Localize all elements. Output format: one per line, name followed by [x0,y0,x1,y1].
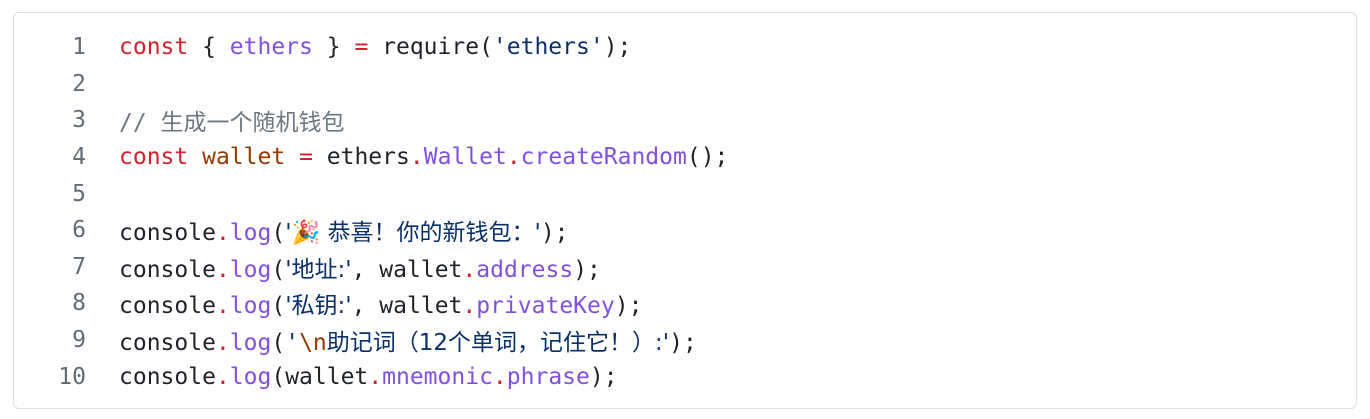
code-text: const wallet = ethers.Wallet.createRando… [86,144,728,170]
line-number: 9 [72,327,86,354]
line-number: 5 [72,180,86,207]
code-block: 1 const { ethers } = require('ethers'); … [13,12,1357,409]
dot: . [462,293,477,320]
string: 'ethers' [492,34,604,61]
dot: . [215,220,230,247]
code-text: console.log('\n助记词（12个单词，记住它！）:'); [86,323,697,357]
line-number: 3 [72,107,86,134]
punctuation: ( [271,256,286,283]
punctuation: ); [603,34,632,61]
code-line-10: 10 console.log(wallet.mnemonic.phrase); [14,358,1356,395]
function: log [229,330,272,357]
punctuation: ); [669,330,697,357]
punctuation: ( [271,293,286,320]
operator: = [299,144,313,171]
function: createRandom [520,144,687,171]
dot: . [215,256,230,283]
dot: . [462,256,477,283]
operator: = [354,34,369,61]
identifier: console [119,330,216,357]
code-text: console.log('私钥:', wallet.privateKey); [86,286,642,320]
punctuation: ); [589,363,618,390]
call: require( [368,34,493,61]
code-line-7: 7 console.log('地址:', wallet.address); [14,249,1356,286]
code-line-2: 2 [14,66,1356,103]
string: '🎉 恭喜！你的新钱包：' [285,220,541,247]
dot: . [215,293,230,320]
punctuation: ); [573,256,601,283]
punctuation: ( [271,330,286,357]
string: '地址:' [285,256,352,283]
keyword: const [119,34,189,61]
line-number: 2 [72,70,86,97]
escape-sequence: \n [299,330,327,357]
dot: . [215,330,230,357]
dot: . [368,363,383,390]
property: privateKey [476,293,615,320]
string: '私钥:' [285,293,352,320]
dot: . [409,144,424,171]
code-line-9: 9 console.log('\n助记词（12个单词，记住它！）:'); [14,322,1356,359]
property: address [476,256,574,283]
identifier: wallet [202,144,286,171]
punctuation: { [188,34,230,61]
code-text: console.log(wallet.mnemonic.phrase); [86,364,618,390]
line-number: 6 [72,217,86,244]
punctuation: (); [686,144,729,171]
punctuation: ( [271,220,286,247]
line-number: 7 [72,253,86,280]
identifier: console [119,363,216,390]
identifier: ethers [312,144,410,171]
function: log [229,220,272,247]
identifier: ethers [229,34,313,61]
dot: . [215,363,230,390]
code-text: console.log('地址:', wallet.address); [86,250,601,284]
identifier: , wallet [351,256,463,283]
punctuation: ); [540,220,569,247]
line-number: 1 [72,34,86,61]
identifier: , wallet [351,293,463,320]
line-number: 10 [58,363,86,390]
dot: . [506,144,521,171]
code-line-3: 3 // 生成一个随机钱包 [14,102,1356,139]
function: log [229,256,272,283]
code-line-5: 5 [14,175,1356,212]
code-line-4: 4 const wallet = ethers.Wallet.createRan… [14,139,1356,176]
identifier: console [119,293,216,320]
keyword: const [119,144,189,171]
function: log [229,293,272,320]
property: mnemonic [382,363,493,390]
code-lines: 1 const { ethers } = require('ethers'); … [14,29,1356,395]
code-text: console.log('🎉 恭喜！你的新钱包：'); [86,213,569,247]
identifier: console [119,256,216,283]
code-line-8: 8 console.log('私钥:', wallet.privateKey); [14,285,1356,322]
function: log [229,363,272,390]
code-line-1: 1 const { ethers } = require('ethers'); [14,29,1356,66]
code-text: const { ethers } = require('ethers'); [86,34,631,60]
code-line-6: 6 console.log('🎉 恭喜！你的新钱包：'); [14,212,1356,249]
punctuation: } [312,34,355,61]
dot: . [492,363,507,390]
comment: // 生成一个随机钱包 [119,110,345,137]
property: phrase [506,363,590,390]
code-text: // 生成一个随机钱包 [86,103,345,137]
line-number: 8 [72,290,86,317]
identifier: console [119,220,216,247]
punctuation: ); [614,293,643,320]
identifier: (wallet [271,363,369,390]
line-number: 4 [72,144,86,171]
property: Wallet [423,144,507,171]
string: 助记词（12个单词，记住它！）:' [326,330,670,357]
string-quote: ' [285,330,300,357]
